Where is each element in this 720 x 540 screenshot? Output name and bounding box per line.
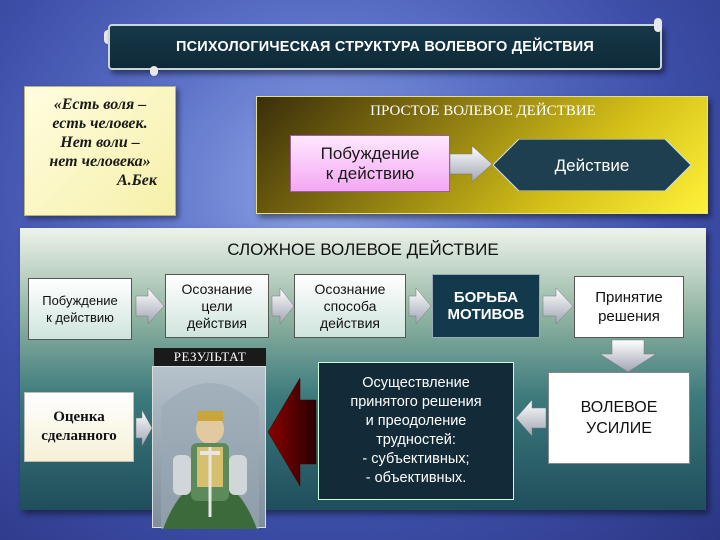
result-label: РЕЗУЛЬТАТ bbox=[154, 348, 266, 366]
arrow-right-icon bbox=[135, 287, 165, 325]
knight-figure-icon bbox=[161, 383, 259, 529]
effort-line: УСИЛИЕ bbox=[586, 420, 652, 437]
step-line: цели bbox=[201, 297, 233, 314]
page-title-text: ПСИХОЛОГИЧЕСКАЯ СТРУКТУРА ВОЛЕВОГО ДЕЙСТ… bbox=[175, 39, 595, 55]
step-line: Осознание bbox=[181, 280, 253, 297]
step-line: способа bbox=[323, 297, 377, 314]
step-line: к действию bbox=[46, 310, 114, 325]
evaluation-line: сделанного bbox=[41, 428, 117, 444]
step-method-awareness-box: Осознание способа действия bbox=[294, 274, 406, 338]
simple-action-label: Действие bbox=[555, 156, 630, 175]
step-line: БОРЬБА bbox=[453, 289, 519, 306]
effort-line: ВОЛЕВОЕ bbox=[580, 399, 658, 416]
arrow-left-red-icon bbox=[267, 377, 317, 487]
simple-action-hex: Действие bbox=[493, 139, 691, 191]
arrow-right-icon bbox=[408, 287, 432, 325]
quote-note: «Есть воля – есть человек. Нет воли – не… bbox=[24, 86, 176, 216]
arrow-right-icon bbox=[135, 409, 153, 447]
step-line: Осознание bbox=[314, 280, 386, 297]
simple-motive-box: Побуждение к действию bbox=[290, 135, 450, 192]
quote-line: есть человек. bbox=[52, 115, 148, 132]
arrow-right-icon bbox=[542, 287, 574, 325]
quote-author: А.Бек bbox=[116, 172, 157, 189]
execution-box: Осуществление принятого решения и преодо… bbox=[318, 362, 514, 500]
execution-line: и преодоление bbox=[365, 413, 467, 429]
knight-illustration bbox=[152, 366, 266, 529]
execution-line: - субъективных; bbox=[362, 451, 470, 467]
evaluation-line: Оценка bbox=[53, 409, 105, 425]
step-line: действия bbox=[319, 314, 380, 331]
arrow-right-icon bbox=[449, 145, 493, 183]
scroll-curl-bottom bbox=[150, 66, 158, 76]
simple-action-title: ПРОСТОЕ ВОЛЕВОЕ ДЕЙСТВИЕ bbox=[370, 103, 596, 119]
effort-box: ВОЛЕВОЕ УСИЛИЕ bbox=[548, 372, 690, 464]
execution-line: принятого решения bbox=[350, 394, 482, 410]
arrow-down-icon bbox=[599, 339, 657, 373]
arrow-left-icon bbox=[515, 399, 547, 437]
execution-line: трудностей: bbox=[376, 432, 456, 448]
step-motive-struggle-box: БОРЬБА МОТИВОВ bbox=[432, 274, 540, 338]
quote-line: Нет воли – bbox=[60, 134, 140, 151]
evaluation-box: Оценка сделанного bbox=[24, 392, 134, 462]
step-line: действия bbox=[186, 314, 247, 331]
arrow-right-icon bbox=[271, 287, 295, 325]
complex-action-title: СЛОЖНОЕ ВОЛЕВОЕ ДЕЙСТВИЕ bbox=[227, 240, 499, 259]
scroll-curl-right bbox=[654, 18, 662, 32]
step-line: Побуждение bbox=[42, 293, 118, 308]
simple-motive-line: к действию bbox=[325, 163, 415, 183]
step-goal-awareness-box: Осознание цели действия bbox=[165, 274, 269, 338]
quote-line: нет человека» bbox=[49, 153, 151, 170]
step-decision-box: Принятие решения bbox=[574, 276, 684, 338]
execution-line: - объективных. bbox=[365, 470, 467, 486]
step-line: Принятие bbox=[595, 289, 663, 306]
simple-motive-line: Побуждение bbox=[320, 143, 420, 163]
step-motive-box: Побуждение к действию bbox=[28, 278, 132, 340]
step-line: решения bbox=[598, 308, 660, 325]
page-title: ПСИХОЛОГИЧЕСКАЯ СТРУКТУРА ВОЛЕВОГО ДЕЙСТ… bbox=[108, 24, 662, 70]
step-line: МОТИВОВ bbox=[447, 306, 525, 323]
execution-line: Осуществление bbox=[362, 375, 470, 391]
quote-line: «Есть воля – bbox=[53, 96, 147, 113]
